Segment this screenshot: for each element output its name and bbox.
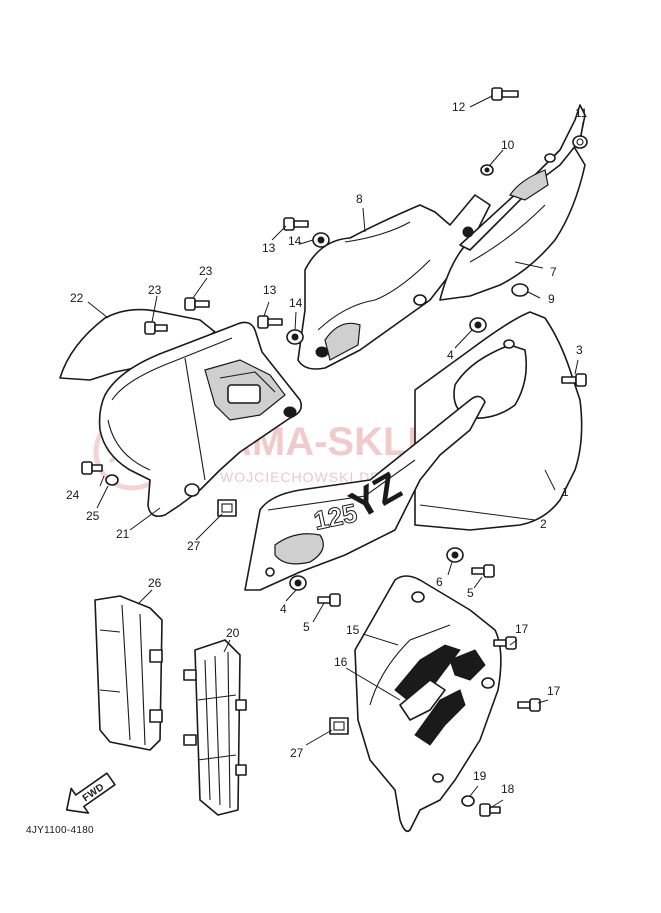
collar-10-icon [480, 164, 494, 176]
collar-4b-icon [289, 575, 307, 591]
callout-13b: 13 [263, 283, 277, 297]
bolt-17b-icon [517, 698, 541, 712]
callout-7: 7 [550, 265, 557, 279]
callout-numbers: 1 2 3 4 4 5 5 6 7 8 9 10 11 12 13 13 14 … [66, 100, 588, 796]
part-7-rear-cover [439, 104, 586, 301]
callout-9: 9 [548, 292, 555, 306]
part-1-side-cover [414, 311, 583, 531]
bolt-23b-icon [144, 321, 168, 335]
washer-25-icon [105, 474, 119, 486]
callout-2: 2 [540, 517, 547, 531]
callout-4b: 4 [280, 602, 287, 616]
callout-6: 6 [436, 575, 443, 589]
part-21-side-bracket [98, 321, 303, 518]
bolt-5a-icon [471, 564, 495, 578]
callout-21: 21 [116, 527, 130, 541]
callout-10: 10 [501, 138, 515, 152]
collar-14b-icon [286, 329, 304, 345]
collar-6-icon [446, 547, 464, 563]
callout-17a: 17 [515, 622, 529, 636]
part-20-radiator-louver [183, 639, 247, 816]
grommet-11-icon [572, 135, 588, 149]
nut-27a-icon [217, 499, 237, 517]
callout-13a: 13 [262, 241, 276, 255]
grommet-9-icon [511, 283, 529, 297]
callout-24: 24 [66, 488, 80, 502]
bolt-23a-icon [184, 297, 210, 311]
fwd-arrow-icon: FWD [65, 772, 116, 814]
callout-27a: 27 [187, 539, 201, 553]
part-2-side-graphic: 125 YZ [244, 395, 486, 591]
callout-17b: 17 [547, 684, 561, 698]
callout-22: 22 [70, 291, 84, 305]
part-26-radiator-cover [94, 595, 163, 751]
callout-5b: 5 [303, 620, 310, 634]
callout-12: 12 [452, 100, 466, 114]
callout-23b: 23 [148, 283, 162, 297]
bolt-12-icon [491, 87, 519, 101]
collar-14a-icon [312, 232, 330, 248]
collar-4a-icon [469, 317, 487, 333]
callout-14a: 14 [288, 234, 302, 248]
bolt-17a-icon [493, 636, 517, 650]
callout-23a: 23 [199, 264, 213, 278]
callout-8: 8 [356, 192, 363, 206]
callout-19: 19 [473, 769, 487, 783]
fasteners [81, 87, 588, 817]
part-16-lower-graphic [394, 644, 486, 746]
part-code: 4JY1100-4180 [26, 825, 94, 836]
callout-27b: 27 [290, 746, 304, 760]
bolt-24-icon [81, 461, 103, 475]
callout-14b: 14 [289, 296, 303, 310]
bolt-18-icon [479, 803, 501, 817]
callout-5a: 5 [467, 586, 474, 600]
callout-1: 1 [562, 485, 569, 499]
part-8-upper-panel [297, 194, 491, 370]
bolt-13a-icon [283, 217, 309, 231]
washer-19-icon [461, 795, 475, 807]
callout-3: 3 [576, 343, 583, 357]
callout-4a: 4 [447, 348, 454, 362]
callout-25: 25 [86, 509, 100, 523]
callout-20: 20 [226, 626, 240, 640]
leader-lines [87, 95, 584, 809]
callout-15: 15 [346, 623, 360, 637]
callout-18: 18 [501, 782, 515, 796]
bolt-3-icon [561, 373, 587, 387]
nut-27b-icon [329, 717, 349, 735]
bolt-5b-icon [317, 593, 341, 607]
callout-11: 11 [575, 106, 588, 120]
bolt-13b-icon [257, 315, 283, 329]
callout-26: 26 [148, 576, 162, 590]
callout-16: 16 [334, 655, 348, 669]
